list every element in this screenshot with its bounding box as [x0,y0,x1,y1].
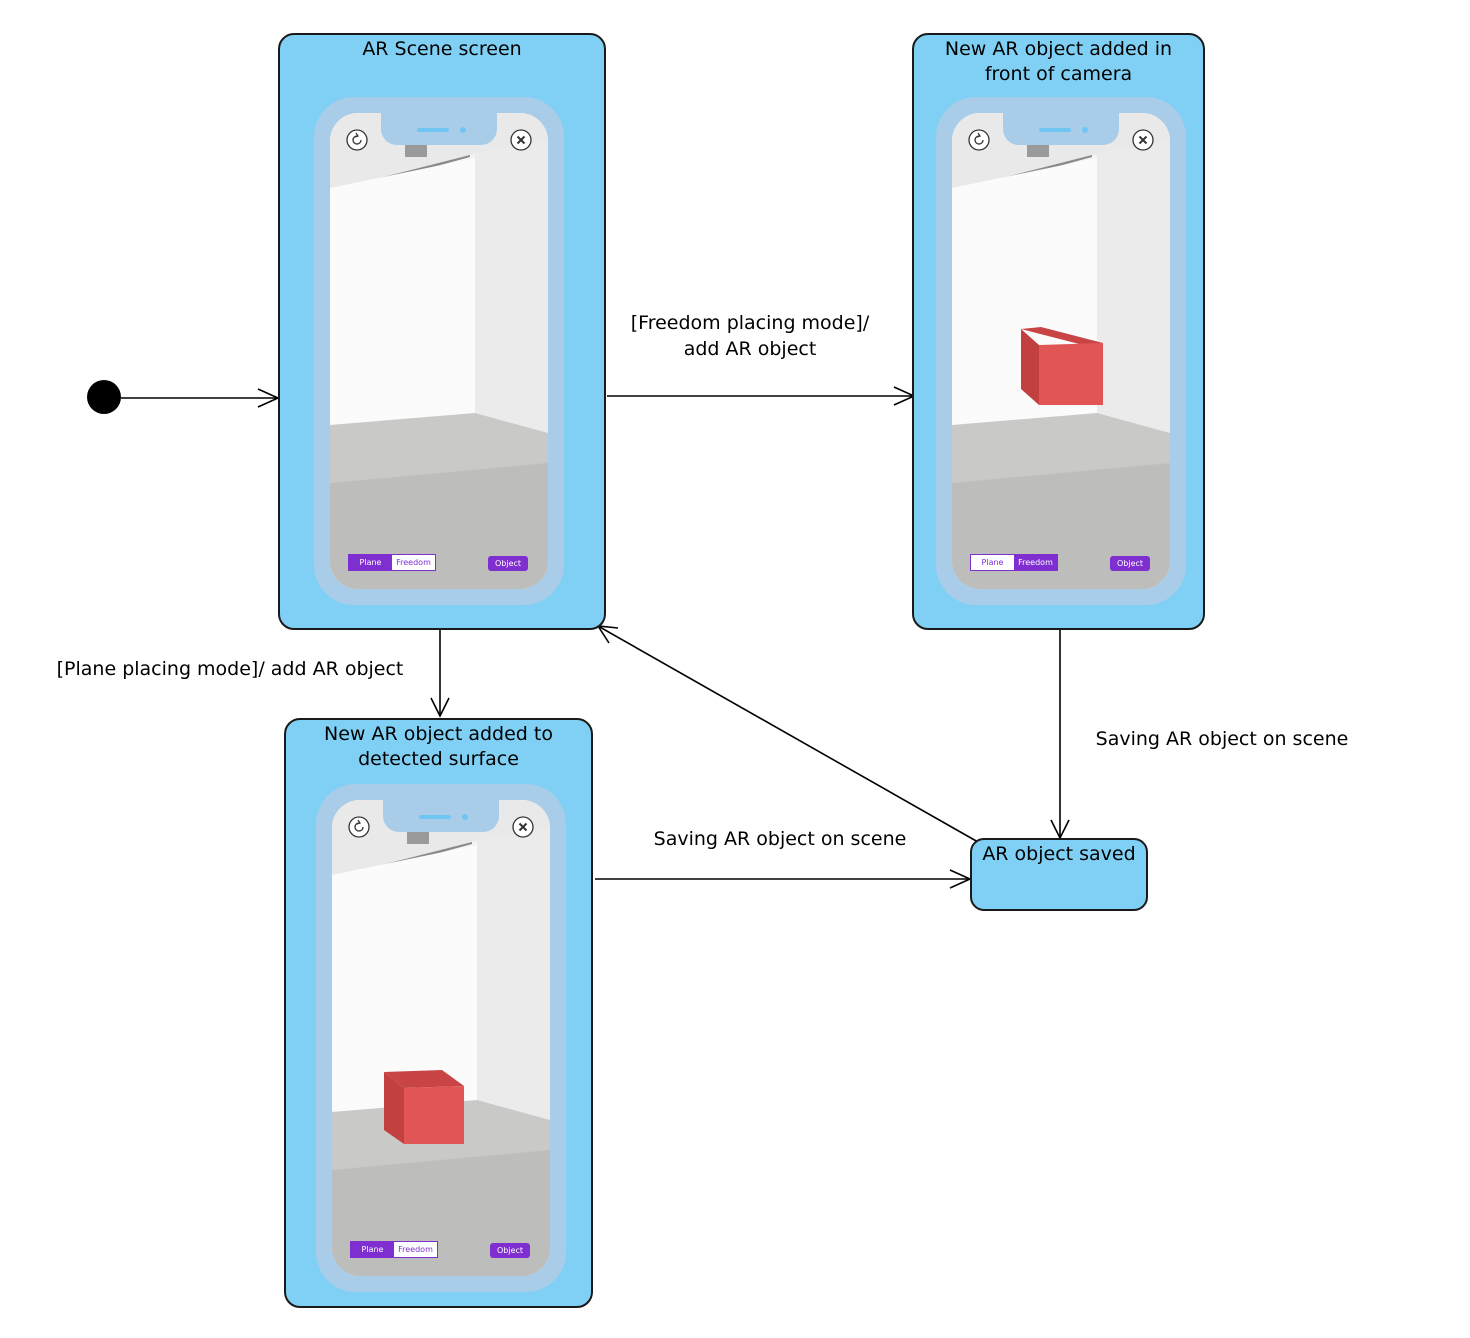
edge-scene-plane-arrowhead [430,697,450,718]
placing-mode-toggle[interactable]: Plane Freedom [350,1241,438,1258]
camera-view: Plane Freedom Object [330,113,548,589]
room-image [332,800,550,1276]
edge-label-plane: [Plane placing mode]/ add AR object [56,658,404,680]
state-title-line1: New AR object added in [944,38,1173,60]
red-cube [384,1070,464,1144]
phone-notch [381,113,497,145]
placing-mode-toggle[interactable]: Plane Freedom [348,554,436,571]
object-button[interactable]: Object [490,1243,530,1258]
room-image [952,113,1170,589]
edge-label-save-from-freedom: Saving AR object on scene [1095,728,1349,750]
phone-mockup: Plane Freedom Object [316,784,566,1292]
mode-freedom-option[interactable]: Freedom [1014,555,1057,570]
state-ar-scene-screen: AR Scene screen Plane Freedom Object [278,33,606,630]
mode-plane-option[interactable]: Plane [971,555,1014,570]
edge-saved-to-scene [597,625,979,843]
edge-label-freedom-line2: add AR object [683,338,817,360]
phone-notch [383,800,499,832]
state-title-line2: front of camera [984,63,1133,85]
room-image [330,113,548,589]
state-title: AR object saved [982,843,1136,865]
state-title: AR Scene screen [362,38,522,60]
mode-plane-option[interactable]: Plane [351,1242,394,1257]
state-ar-object-saved: AR object saved [970,838,1148,911]
state-title: New AR object added to detected surface [286,722,591,772]
mode-freedom-option[interactable]: Freedom [392,555,435,570]
mode-plane-option[interactable]: Plane [349,555,392,570]
object-button[interactable]: Object [1110,556,1150,571]
reset-icon[interactable] [348,816,370,838]
reset-icon[interactable] [346,129,368,151]
phone-mockup: Plane Freedom Object [936,97,1186,605]
edge-label-freedom-line1: [Freedom placing mode]/ [630,312,870,334]
phone-mockup: Plane Freedom Object [314,97,564,605]
close-icon[interactable] [512,816,534,838]
state-title-line2: detected surface [358,748,519,770]
red-cube [1021,327,1103,405]
phone-notch [1003,113,1119,145]
object-button[interactable]: Object [488,556,528,571]
state-title-line1: New AR object added to [324,723,553,745]
close-icon[interactable] [1132,129,1154,151]
state-object-on-detected-surface: New AR object added to detected surface [284,718,593,1308]
edge-label-freedom: [Freedom placing mode]/ add AR object [600,310,900,362]
camera-view: Plane Freedom Object [952,113,1170,589]
edge-label-save-from-plane: Saving AR object on scene [653,828,907,850]
close-icon[interactable] [510,129,532,151]
initial-state-dot [87,380,121,414]
state-title: New AR object added in front of camera [914,37,1203,87]
state-object-in-front-of-camera: New AR object added in front of camera [912,33,1205,630]
camera-view: Plane Freedom Object [332,800,550,1276]
placing-mode-toggle[interactable]: Plane Freedom [970,554,1058,571]
reset-icon[interactable] [968,129,990,151]
mode-freedom-option[interactable]: Freedom [394,1242,437,1257]
